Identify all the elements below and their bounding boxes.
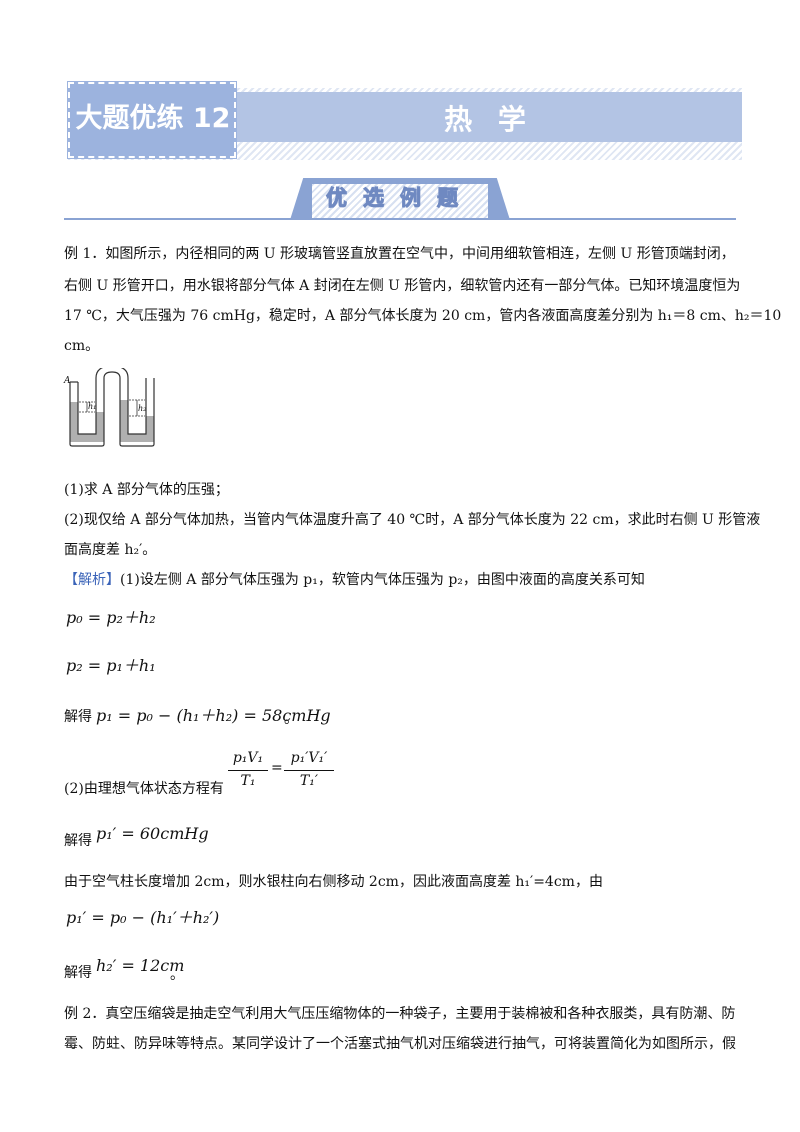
solution-explain: 由于空气柱长度增加 2cm，则水银柱向右侧移动 2cm，因此液面高度差 h₁′=… [64,874,603,890]
solve-prefix-1: 解得 [64,709,92,725]
fraction-right-denominator: T₁′ [299,773,319,789]
solve-prefix-3: 解得 [64,965,92,981]
equation-1: p₀ = p₂＋h₂ [66,608,156,627]
example1-line2: 右侧 U 形管开口，用水银将部分气体 A 封闭在左侧 U 形管内，细软管内还有一… [64,278,741,294]
example1-line1: 例 1．如图所示，内径相同的两 U 形玻璃管竖直放置在空气中，中间用细软管相连，… [64,246,735,262]
example2-line1: 例 2．真空压缩袋是抽走空气利用大气压压缩物体的一种袋子，主要用于装棉被和各种衣… [64,1006,736,1022]
header-banner-stripe [236,92,742,142]
fraction-left-numerator: p₁V₁ [232,750,264,766]
question-1: (1)求 A 部分气体的压强； [64,482,229,498]
question-2-line2: 面高度差 h₂′。 [64,542,157,558]
equation-2: p₂ = p₁＋h₁ [66,656,156,675]
header-number-label: 大题优练 12 [75,103,231,134]
u-tube-diagram [69,365,155,447]
solution-tag: 【解析】 [64,572,120,588]
equation-5: p₁′ = p₀ − (h₁′＋h₂′) [66,908,220,927]
equation-4: p₁′ = 60cmHg [96,824,209,843]
period-1: 。 [284,711,298,727]
section-title: 优选例题 [326,186,474,211]
fraction-right-bar [284,770,334,771]
figure-label-h2: h₂ [138,404,147,413]
section-label-inner [312,184,488,218]
part2-prefix: (2)由理想气体状态方程有 [64,781,224,797]
figure-label-a: A [64,376,71,386]
example1-line3: 17 ℃，大气压强为 76 cmHg，稳定时，A 部分气体长度为 20 cm，管… [64,308,782,324]
solve-prefix-2: 解得 [64,833,92,849]
equation-3: p₁ = p₀ − (h₁＋h₂) = 58cmHg [96,706,331,725]
fraction-left-denominator: T₁ [240,773,256,789]
solution-intro-line: 【解析】(1)设左侧 A 部分气体压强为 p₁，软管内气体压强为 p₂，由图中液… [64,570,740,590]
question-2-line1: (2)现仅给 A 部分气体加热，当管内气体温度升高了 40 ℃时，A 部分气体长… [64,512,761,528]
equation-6: h₂′ = 12cm [96,956,185,975]
header-number-box [67,81,237,159]
example2-line2: 霉、防蛀、防异味等特点。某同学设计了一个活塞式抽气机对压缩袋进行抽气，可将装置简… [64,1036,736,1052]
header-subject-title: 热 学 [444,103,534,136]
fraction-left-bar [228,770,268,771]
period-2: 。 [170,967,184,983]
fraction-right-numerator: p₁′V₁′ [290,750,328,766]
example1-line4: cm。 [64,338,100,354]
fraction-equals: = [271,760,283,776]
solution-intro: (1)设左侧 A 部分气体压强为 p₁，软管内气体压强为 p₂，由图中液面的高度… [120,572,645,588]
figure-label-h1: h₁ [88,402,97,411]
u-tube-figure: A h₁ h₂ [64,365,164,452]
